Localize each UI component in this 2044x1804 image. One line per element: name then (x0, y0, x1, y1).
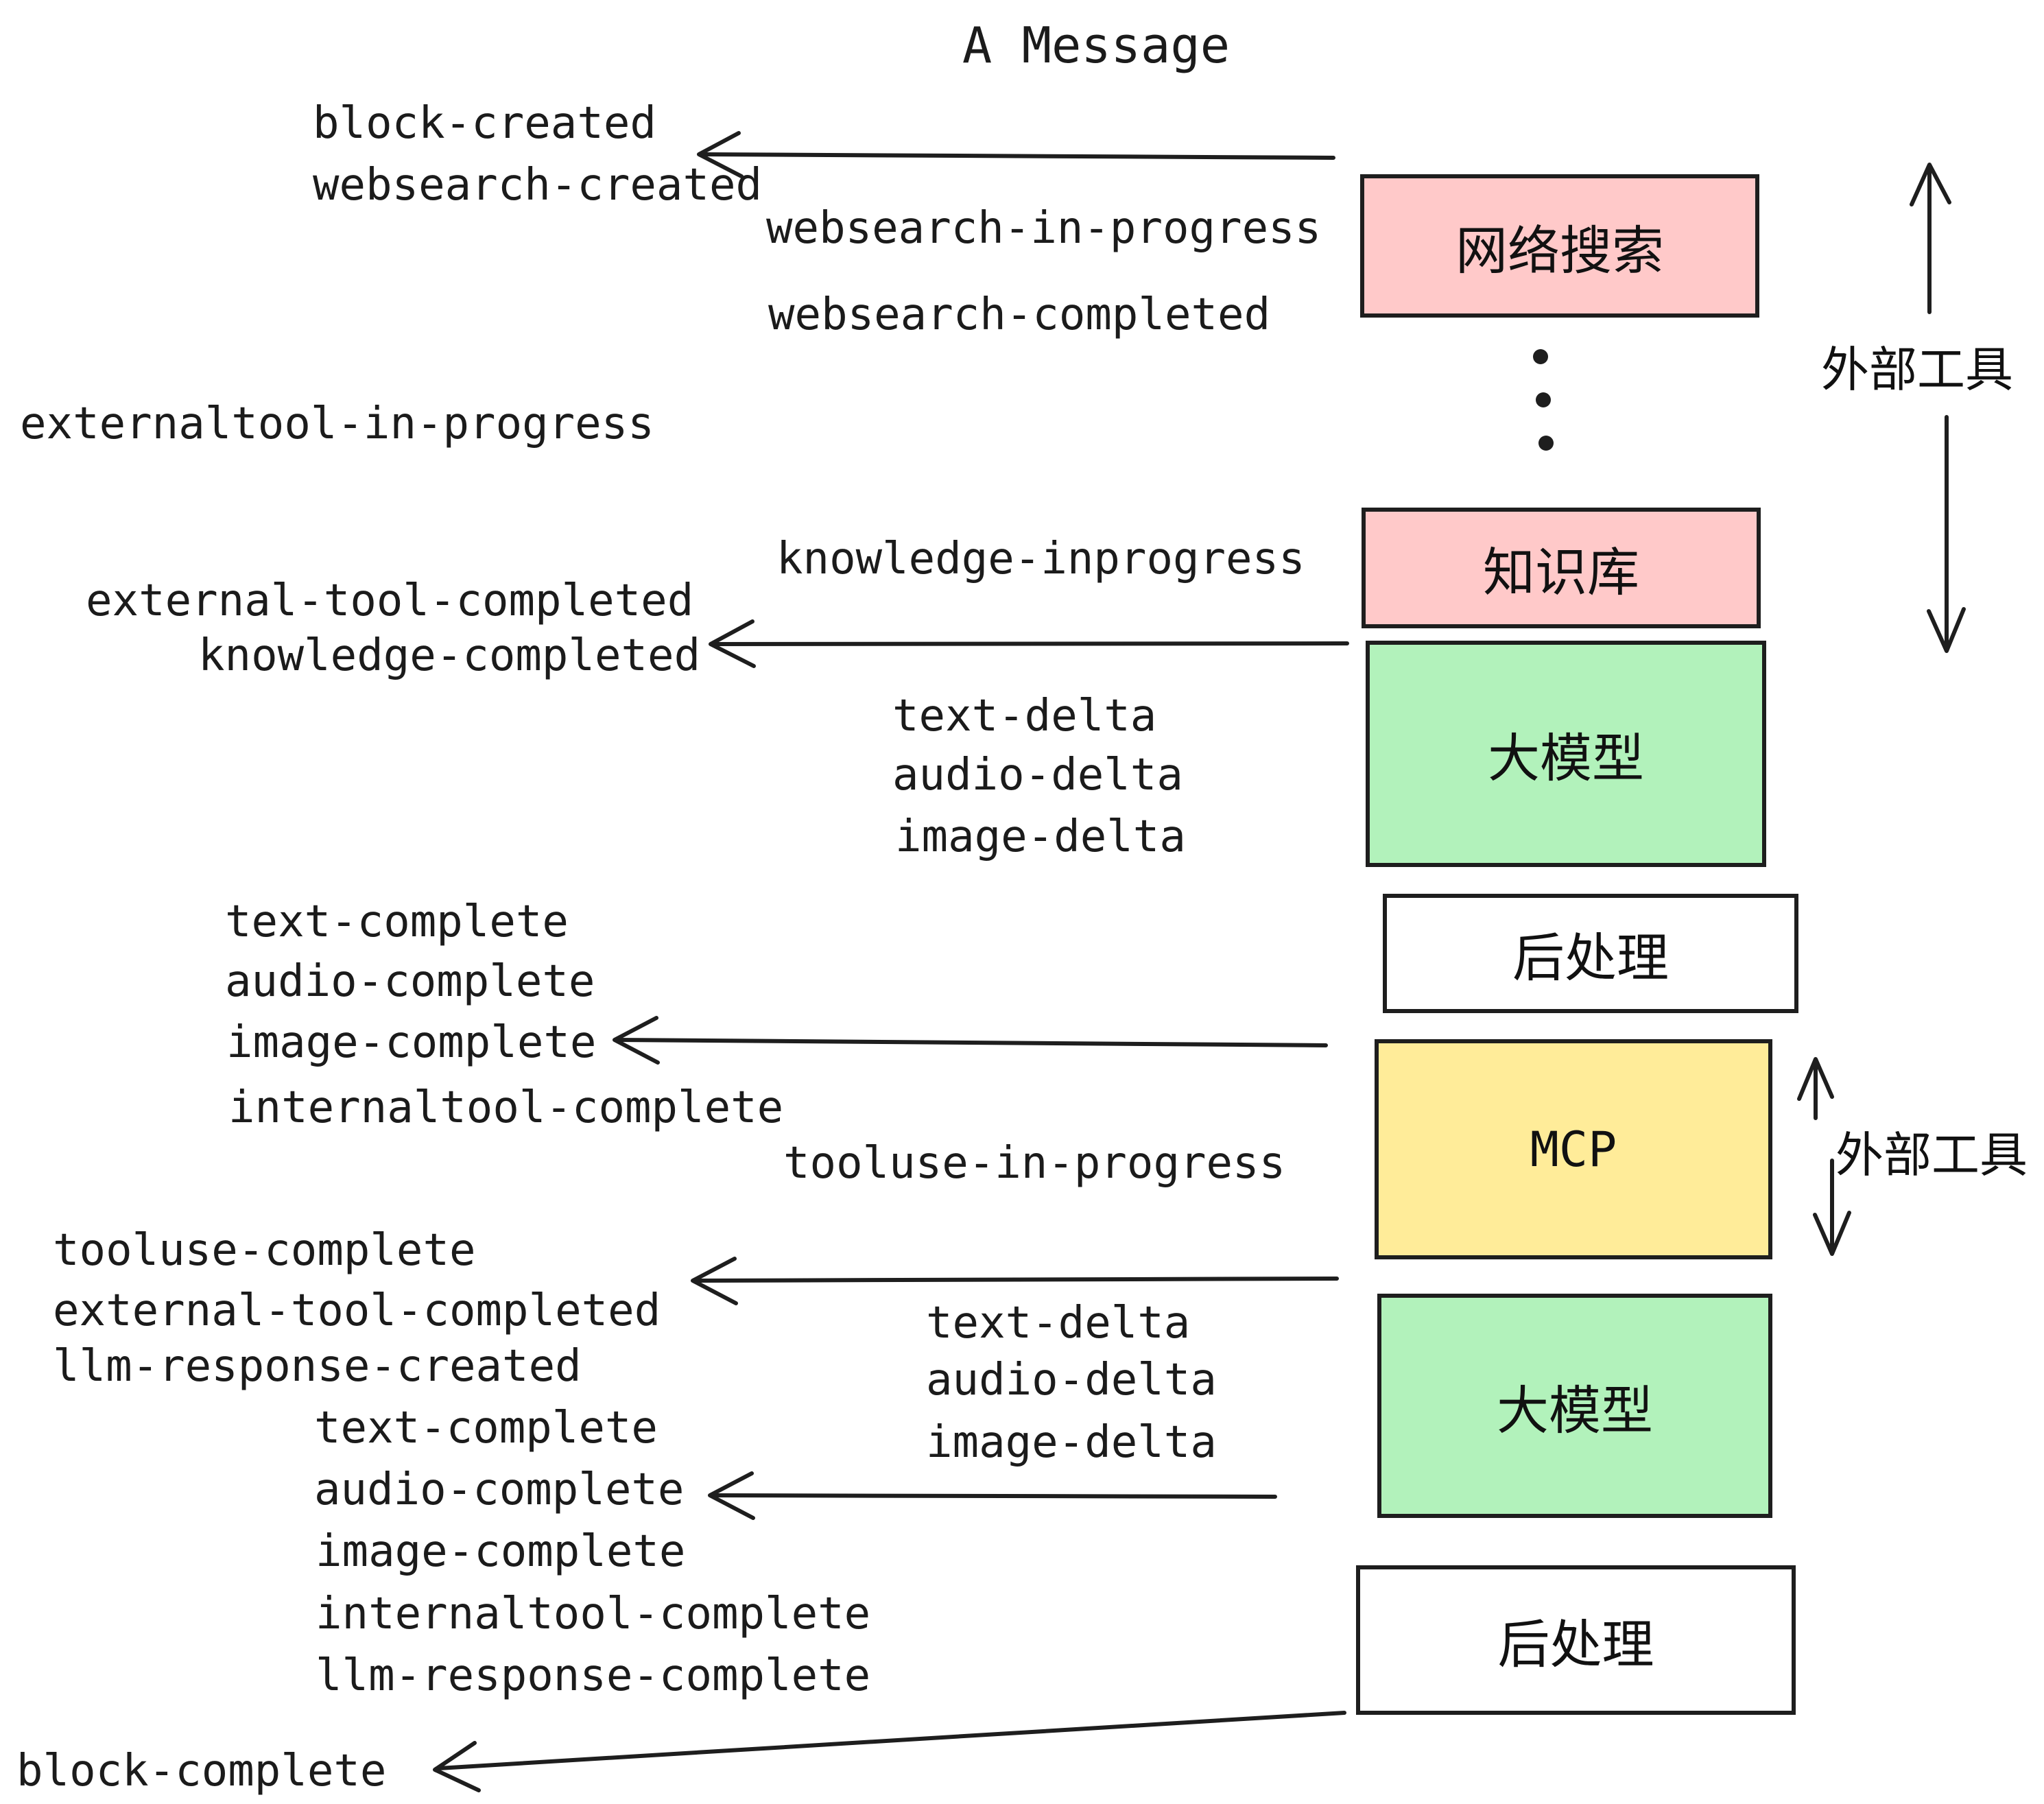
event-label-audio-delta: audio-delta (892, 750, 1183, 800)
arrow-websearch-to-block-created (699, 133, 1333, 176)
arrow-knowledge-to-knowledge-completed (711, 621, 1347, 666)
box-mcp-label: MCP (1530, 1121, 1617, 1178)
event-label-external-tool-completed-2: external-tool-completed (53, 1285, 661, 1336)
box-knowledge-label: 知识库 (1483, 542, 1639, 603)
external-tools-mcp-down-arrow (1815, 1161, 1849, 1254)
event-label-tooluse-in-progress: tooluse-in-progress (783, 1138, 1286, 1189)
arrow-mcp-to-tooluse-complete (693, 1259, 1337, 1303)
event-label-llm-response-complete: llm-response-complete (316, 1650, 871, 1701)
event-label-block-created: block-created (313, 98, 656, 149)
event-label-external-tool-completed: external-tool-completed (86, 575, 694, 626)
event-label-knowledge-completed: knowledge-completed (198, 630, 701, 681)
box-llm-2-label: 大模型 (1497, 1379, 1653, 1441)
event-label-knowledge-inprogress: knowledge-inprogress (776, 534, 1305, 584)
event-label-websearch-created: websearch-created (313, 160, 763, 211)
event-label-text-complete: text-complete (225, 897, 569, 947)
event-label-externaltool-in-progress: externaltool-in-progress (20, 399, 654, 449)
event-label-image-complete-2: image-complete (316, 1526, 686, 1577)
event-label-image-complete: image-complete (226, 1017, 597, 1068)
arrow-postprocess2-to-block-complete (435, 1713, 1344, 1790)
event-label-block-complete: block-complete (16, 1746, 387, 1796)
external-tools-down-arrow (1929, 417, 1964, 651)
event-label-audio-delta-2: audio-delta (926, 1355, 1217, 1405)
diagram-title: A Message (962, 16, 1231, 74)
annotation-external-tools-mcp: 外部工具 (1835, 1127, 2028, 1183)
event-label-internaltool-complete: internaltool-complete (228, 1082, 784, 1133)
box-postprocess-2: 后处理 (1356, 1565, 1796, 1715)
box-mcp: MCP (1375, 1039, 1772, 1259)
box-websearch-label: 网络搜索 (1455, 219, 1664, 281)
box-knowledge: 知识库 (1362, 508, 1761, 628)
event-label-websearch-in-progress: websearch-in-progress (766, 203, 1322, 254)
event-label-tooluse-complete: tooluse-complete (53, 1225, 476, 1276)
arrow-postprocess-to-image-complete (615, 1018, 1326, 1063)
box-llm-1: 大模型 (1366, 641, 1766, 867)
event-label-audio-complete-2: audio-complete (314, 1464, 685, 1515)
event-label-llm-response-created: llm-response-created (53, 1341, 582, 1392)
event-label-internaltool-complete-2: internaltool-complete (316, 1589, 871, 1639)
external-tools-mcp-up-arrow (1799, 1059, 1832, 1118)
event-label-text-delta: text-delta (892, 691, 1157, 741)
event-label-image-delta: image-delta (895, 811, 1186, 862)
event-label-audio-complete: audio-complete (225, 956, 595, 1007)
external-tools-up-arrow (1912, 165, 1949, 312)
event-label-websearch-completed: websearch-completed (768, 289, 1271, 340)
event-label-text-complete-2: text-complete (314, 1403, 658, 1453)
box-llm-2: 大模型 (1377, 1294, 1772, 1518)
box-postprocess-1: 后处理 (1383, 894, 1798, 1013)
arrow-llm2-to-audio-complete (710, 1473, 1275, 1518)
box-postprocess-1-label: 后处理 (1512, 927, 1669, 988)
box-postprocess-2-label: 后处理 (1497, 1614, 1654, 1675)
box-llm-1-label: 大模型 (1488, 728, 1644, 789)
event-label-text-delta-2: text-delta (926, 1298, 1191, 1349)
event-label-image-delta-2: image-delta (926, 1417, 1217, 1468)
box-websearch: 网络搜索 (1360, 174, 1759, 318)
vertical-ellipsis-dots (1533, 349, 1554, 451)
annotation-external-tools-top: 外部工具 (1821, 342, 2013, 398)
